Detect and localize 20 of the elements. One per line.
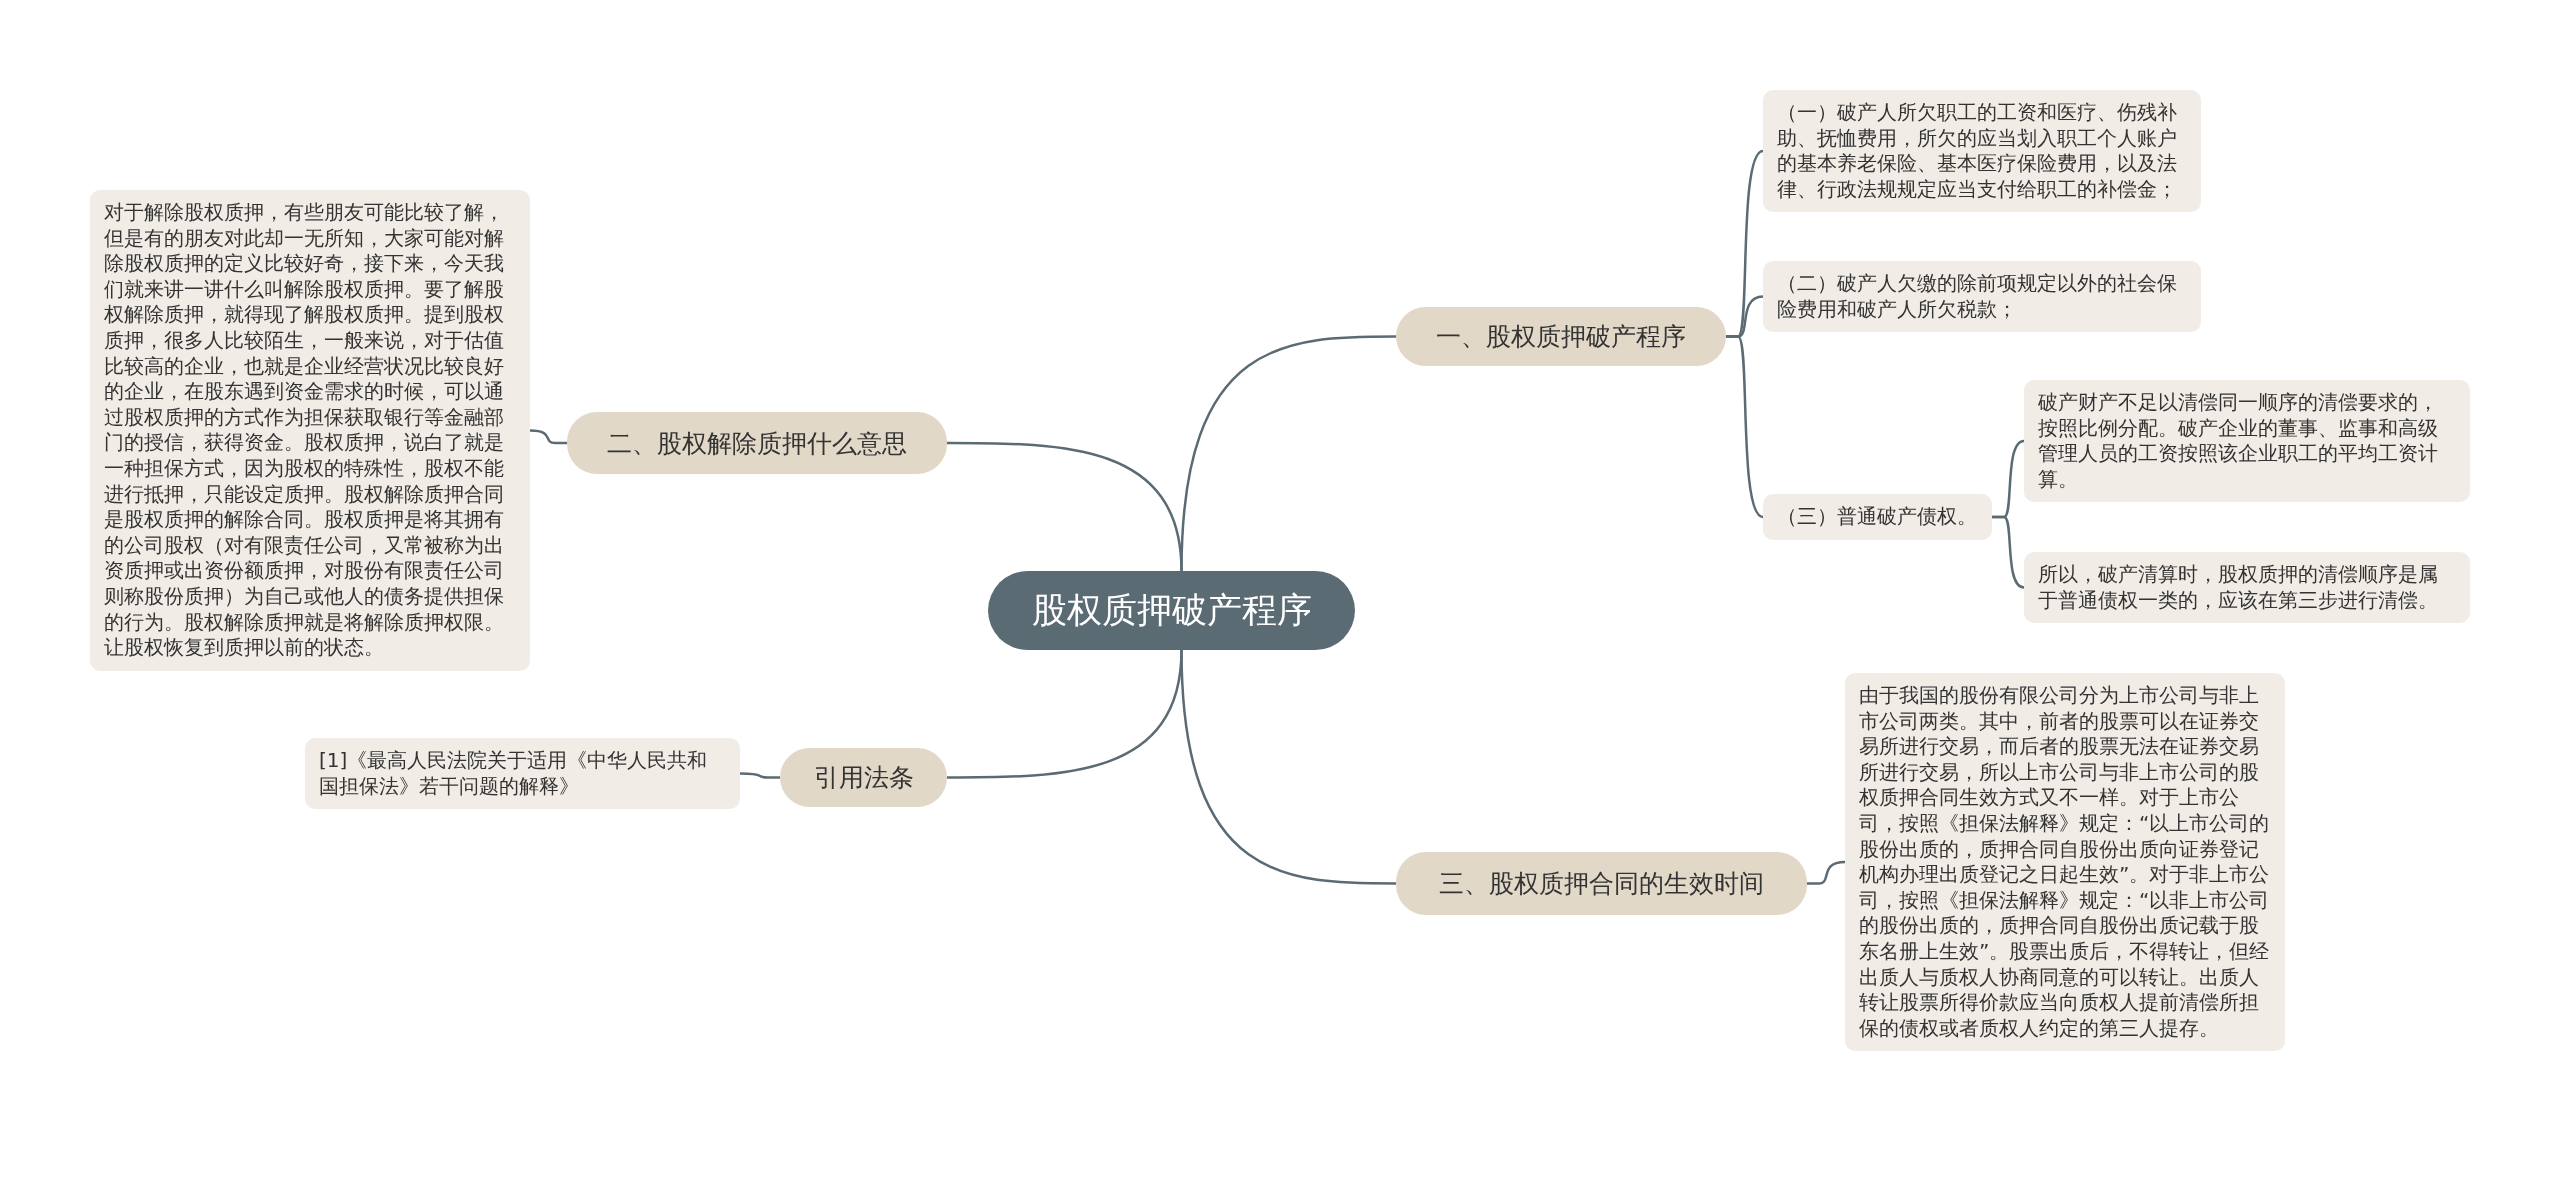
text-card: 由于我国的股份有限公司分为上市公司与非上市公司两类。其中，前者的股票可以在证券交易所进行交易，而后者的股票无法在证券交易所进行交易，所以上市公司与非上市公司的股权质押合同生效方式又不一样。对于上市公司，按照《担保法解释》规定：“以上市公司的股份出质的，质押合同自股份出质向证券登记机构办理出质登记之日起生效”。对于非上市公司，按照《担保法解释》规定：“以非上市公司的股份出质的，质押合同自股份出质记载于股东名册上生效”。股票出质后，不得转让，但经出质人与质权人协商同意的可以转让。出质人转让股票所得价款应当向质权人提前清偿所担保的债权或者质权人约定的第三人提存。 <box>1845 673 2285 1052</box>
text-card: （二）破产人欠缴的除前项规定以外的社会保险费用和破产人所欠税款； <box>1763 261 2201 333</box>
text-card: 破产财产不足以清偿同一顺序的清偿要求的，按照比例分配。破产企业的董事、监事和高级管理人员的工资按照该企业职工的平均工资计算。 <box>2024 380 2470 503</box>
topic-box: 三、股权质押合同的生效时间 <box>1396 852 1807 915</box>
text-card: [1]《最高人民法院关于适用《中华人民共和国担保法》若干问题的解释》 <box>305 738 740 810</box>
text-card: 对于解除股权质押，有些朋友可能比较了解，但是有的朋友对此却一无所知，大家可能对解除股权质押的定义比较好奇，接下来，今天我们就来讲一讲什么叫解除股权质押。要了解股权解除质押，就得现了解股权质押。提到股权质押，很多人比较陌生，一般来说，对于估值比较高的企业，也就是企业经营状况比较良好的企业，在股东遇到资金需求的时候，可以通过股权质押的方式作为担保获取银行等金融部门的授信，获得资金。股权质押，说白了就是一种担保方式，因为股权的特殊性，股权不能进行抵押，只能设定质押。股权解除质押合同是股权质押的解除合同。股权质押是将其拥有的公司股权（对有限责任公司，又常被称为出资质押或出资份额质押，对股份有限责任公司则称股份质押）为自己或他人的债务提供担保的行为。股权解除质押就是将解除质押权限。让股权恢复到质押以前的状态。 <box>90 190 530 671</box>
text-card: （三）普通破产债权。 <box>1763 494 1992 540</box>
connector-line <box>740 772 780 779</box>
topic-box: 引用法条 <box>780 748 947 807</box>
connector-line <box>1180 649 1396 885</box>
connector-line <box>529 429 567 445</box>
text-card: 所以，破产清算时，股权质押的清偿顺序是属于普通债权一类的，应该在第三步进行清偿。 <box>2024 552 2470 624</box>
connector-line <box>1807 860 1846 885</box>
connector-line <box>947 441 1183 572</box>
connector-line <box>1992 515 2025 589</box>
connector-line <box>1726 335 1764 519</box>
topic-box: 一、股权质押破产程序 <box>1396 307 1726 366</box>
topic-box: 二、股权解除质押什么意思 <box>567 412 947 474</box>
text-card: （一）破产人所欠职工的工资和医疗、伤残补助、抚恤费用，所欠的应当划入职工个人账户的基本养老保险、基本医疗保险费用，以及法律、行政法规规定应当支付给职工的补偿金； <box>1763 90 2201 213</box>
central-topic: 股权质押破产程序 <box>988 571 1355 650</box>
